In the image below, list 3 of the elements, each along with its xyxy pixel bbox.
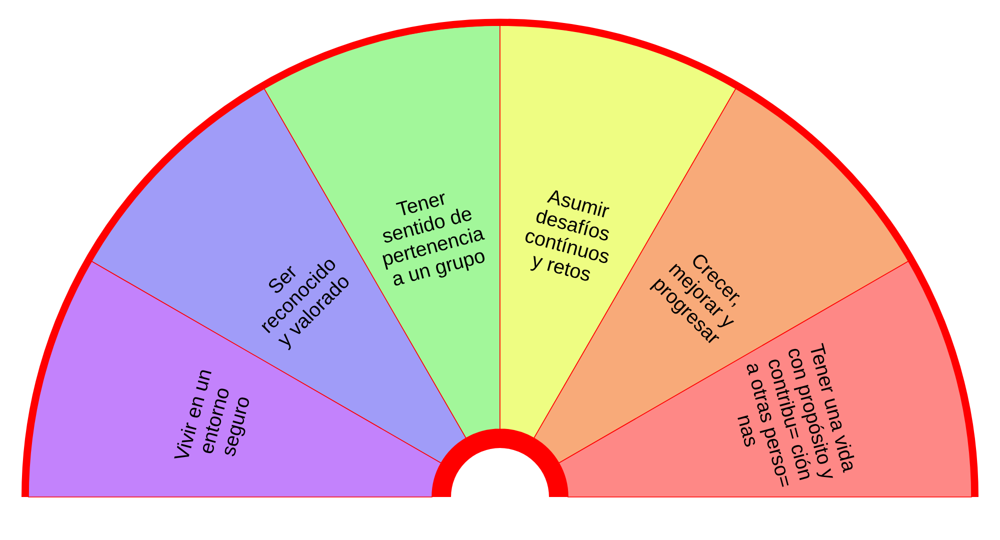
sector <box>264 25 500 438</box>
sector-label: Vivir en un entorno seguro <box>170 366 256 466</box>
sector-label: Asumir desafíos contínuos y retos <box>521 184 614 288</box>
